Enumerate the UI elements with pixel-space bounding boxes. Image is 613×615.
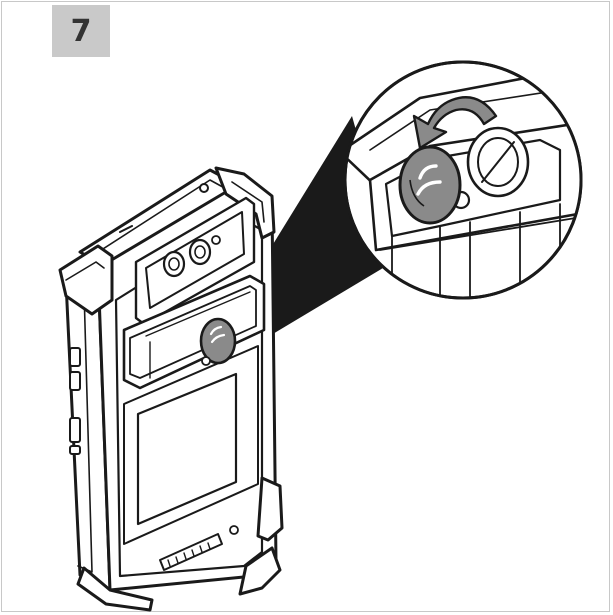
magnified-detail <box>343 60 583 300</box>
step-number: 7 <box>70 13 92 49</box>
device-lock-dial-icon <box>199 317 237 366</box>
counterclockwise-arrow-icon <box>412 96 498 150</box>
rugged-phone-back-icon <box>58 166 284 612</box>
rotating-lock-dial-icon <box>398 145 462 225</box>
step-number-badge: 7 <box>52 5 110 57</box>
